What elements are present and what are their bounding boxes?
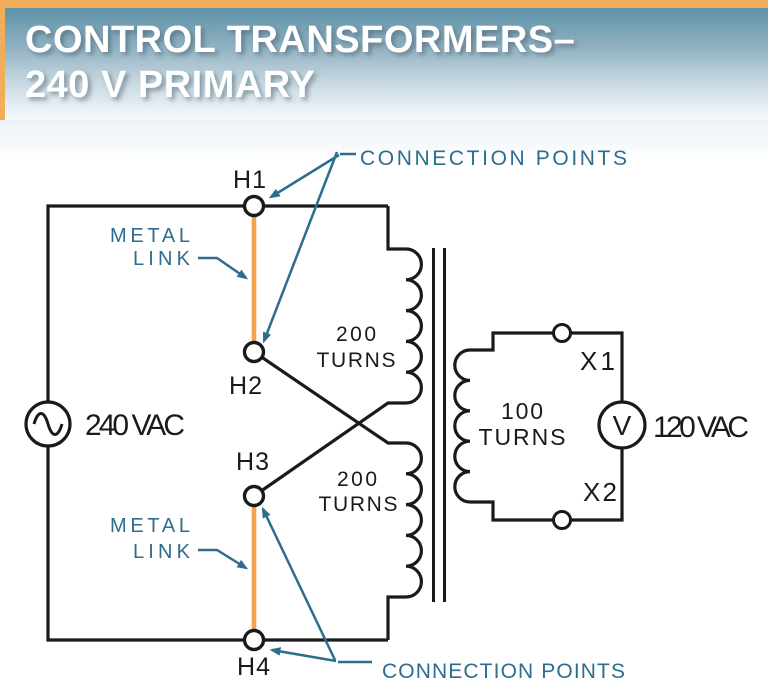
page-title-line2: 240 V PRIMARY [25,64,316,106]
arrow-to-h3 [261,506,337,661]
primary-bottom-turns-unit: TURNS [319,493,398,516]
primary-top-winding [253,206,423,498]
secondary-circuit [453,331,624,522]
transformer-schematic: V H1 H2 H3 H4 X1 X2 240 VAC 120 VAC 200 [0,120,768,683]
primary-circuit [46,204,423,642]
connection-points-bottom-label: CONNECTION POINTS [382,660,625,683]
voltmeter-circle [597,400,647,450]
secondary-turns-unit: TURNS [479,424,566,450]
ac-source [24,400,72,448]
secondary-winding [453,348,471,504]
header-accent-bar [0,0,768,8]
terminal-h2-label: H2 [229,372,262,400]
callout-leaders [198,151,372,664]
terminal-x2 [552,510,572,530]
wire-left-top [46,204,388,402]
arrow-to-metal-link-top [198,256,249,280]
metal-link-bottom-label-line2: LINK [133,541,191,563]
sine-wave-icon [32,412,64,436]
primary-top-turns-unit: TURNS [317,349,396,372]
header-fade [0,120,768,162]
terminal-h4-label: H4 [237,653,270,681]
primary-bottom-winding [253,350,423,640]
arrow-to-h2 [262,151,339,344]
connection-points-top-label: CONNECTION POINTS [360,147,627,170]
terminal-h1 [242,194,266,218]
terminal-x1-label: X1 [580,346,615,376]
voltmeter: V [597,400,647,450]
primary-bottom-turns-value: 200 [337,468,377,491]
metal-link-bottom-label-line1: METAL [110,515,190,537]
meter-reading-label: 120 VAC [653,411,749,444]
arrow-to-metal-link-bottom [198,548,249,570]
terminals [242,194,572,652]
secondary-turns-value: 100 [501,398,543,424]
wire-secondary-top [470,331,624,402]
arrow-to-h4 [269,647,337,663]
wire-left-bottom [46,446,388,642]
metal-link-top-label-line1: METAL [110,225,190,247]
core-lines [432,248,446,602]
terminal-h3 [242,484,266,508]
terminal-x2-label: X2 [583,477,617,507]
title-banner: CONTROL TRANSFORMERS– 240 V PRIMARY [0,8,768,120]
wire-secondary-bottom [470,448,624,522]
page-title-line1: CONTROL TRANSFORMERS– [25,19,576,61]
terminal-h4 [242,628,266,652]
terminal-x1 [552,323,572,343]
page-title: CONTROL TRANSFORMERS– 240 V PRIMARY [5,8,768,108]
terminal-h1-label: H1 [233,166,266,194]
voltmeter-symbol: V [613,410,632,441]
metal-link-top-label-line2: LINK [133,248,191,270]
arrow-to-h1 [268,153,340,199]
primary-top-turns-value: 200 [336,323,376,346]
terminal-h2 [242,340,266,364]
metal-link-labels: METAL LINK METAL LINK [110,225,191,563]
terminal-h3-label: H3 [236,448,269,476]
circuit-diagram: V H1 H2 H3 H4 X1 X2 240 VAC 120 VAC 200 [0,120,768,685]
source-voltage-label: 240 VAC [85,409,185,442]
